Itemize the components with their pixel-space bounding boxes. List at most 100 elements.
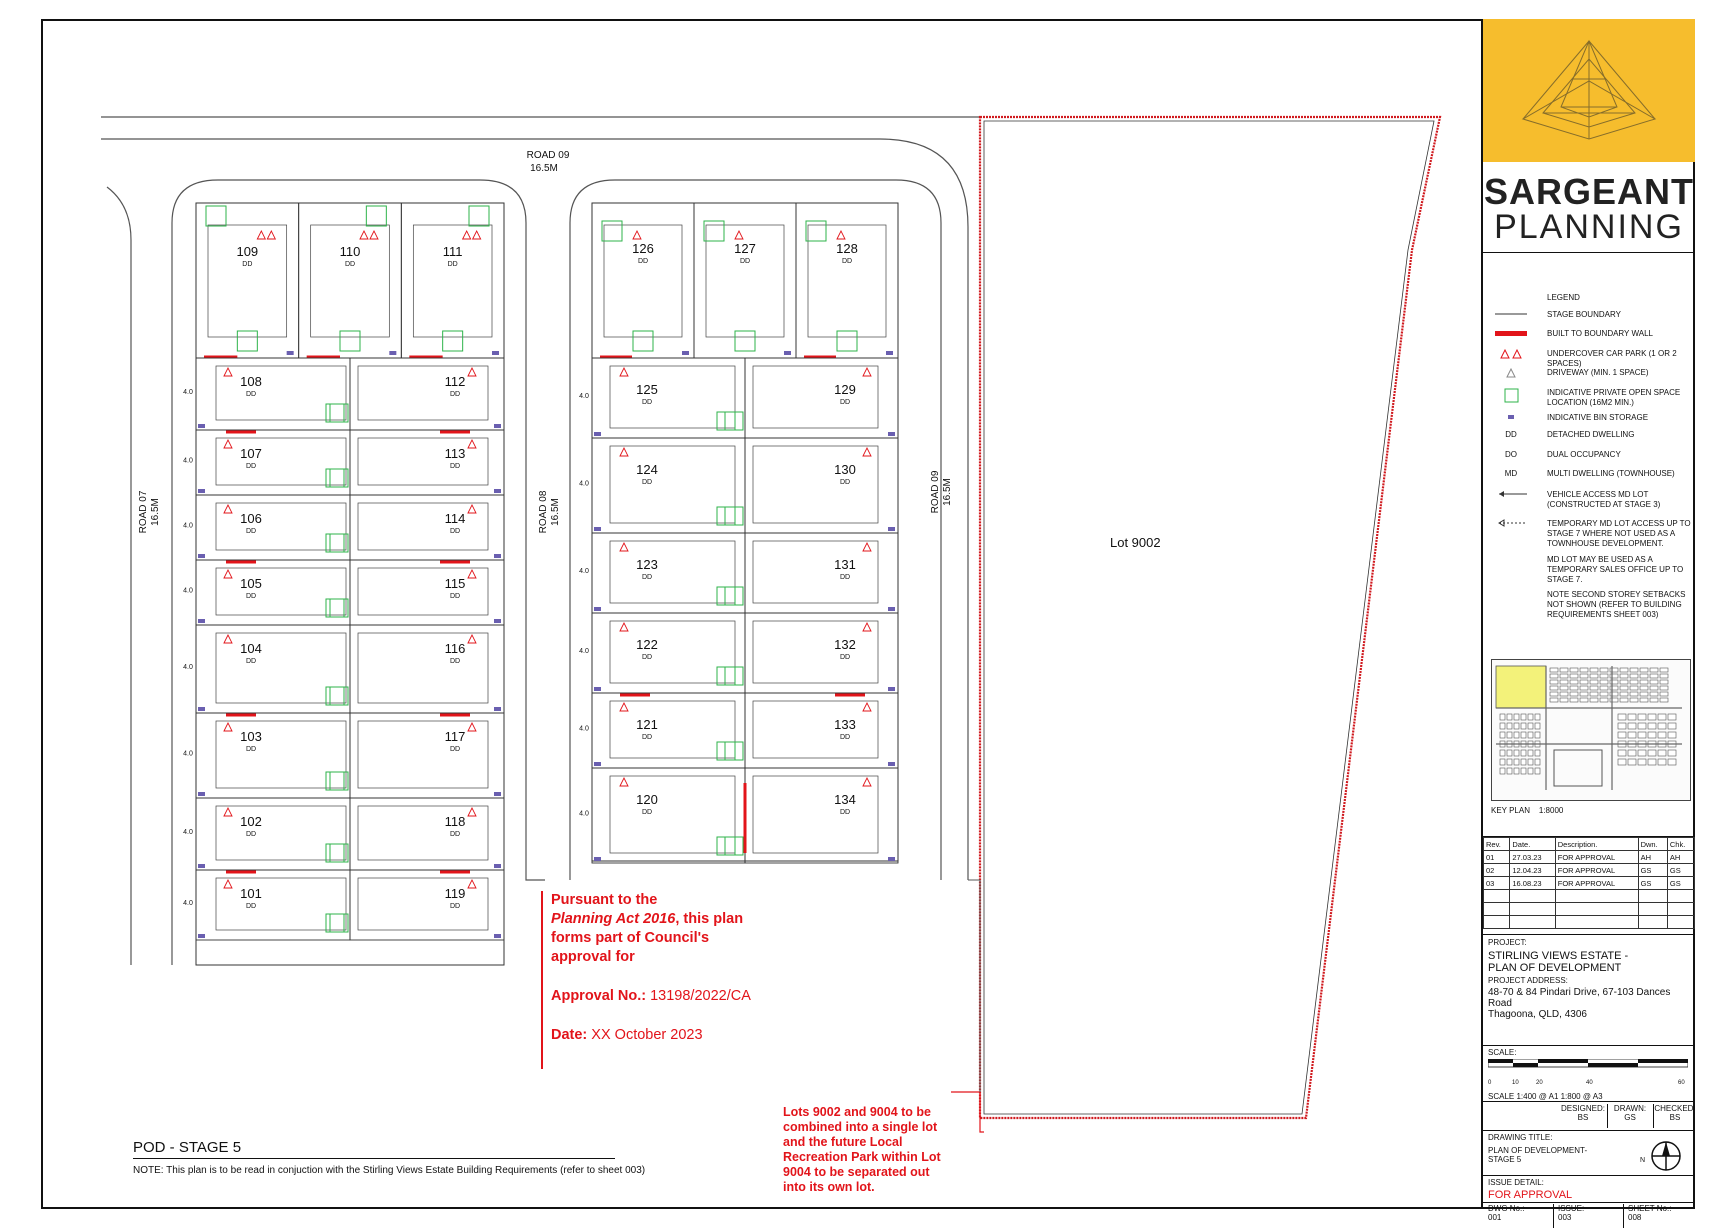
- project-section: PROJECT: STIRLING VIEWS ESTATE - PLAN OF…: [1483, 934, 1695, 1045]
- key-plan-lot: [1520, 758, 1527, 766]
- key-plan-lot: [1513, 767, 1520, 775]
- bin-storage: [198, 619, 205, 623]
- private-open-space: [716, 411, 736, 431]
- private-open-space: [339, 330, 361, 352]
- building-envelope: [215, 632, 347, 704]
- building-envelope: [412, 224, 493, 338]
- legend-symbol-tri-icon: [1491, 367, 1531, 380]
- lot-type-121: DD: [642, 734, 652, 741]
- private-open-space: [329, 686, 349, 706]
- private-open-space: [325, 686, 345, 706]
- bin-storage: [594, 687, 601, 691]
- lot-type-116: DD: [450, 658, 460, 665]
- building-envelope: [357, 877, 489, 931]
- key-plan-lot: [1627, 758, 1637, 766]
- key-plan-lot: [1513, 758, 1520, 766]
- key-plan-lot: [1506, 731, 1513, 739]
- key-plan-lot: [1520, 767, 1527, 775]
- key-plan-lot: [1647, 713, 1657, 721]
- driveway-icon: [862, 776, 872, 787]
- bin-storage: [286, 351, 294, 355]
- lot-121: [591, 692, 746, 769]
- setback-dim: 4.0: [579, 393, 589, 400]
- driveway-icon: [619, 776, 629, 787]
- driveway-icon: [619, 541, 629, 552]
- building-logo-icon: [1521, 39, 1657, 140]
- lot-9002-inner: [983, 120, 1435, 1115]
- key-plan-lot: [1599, 685, 1609, 691]
- lot-133: [744, 692, 899, 769]
- private-open-space: [329, 468, 349, 488]
- setback-dim: 4.0: [579, 568, 589, 575]
- key-plan-lot: [1629, 679, 1639, 685]
- revision-header-cell: Chk.: [1666, 837, 1696, 851]
- lot-number-131: 131: [834, 557, 856, 572]
- lot-type-128: DD: [842, 258, 852, 265]
- lot-type-110: DD: [345, 261, 355, 268]
- key-plan-lot: [1629, 673, 1639, 679]
- private-open-space: [325, 913, 345, 933]
- carport-icon: [359, 229, 369, 240]
- key-plan-lot: [1639, 673, 1649, 679]
- private-open-space: [329, 598, 349, 618]
- bin-storage: [594, 857, 601, 861]
- building-envelope: [752, 445, 879, 524]
- approval-stamp: Pursuant to the Planning Act 2016, this …: [541, 891, 781, 1069]
- project-name-2: PLAN OF DEVELOPMENT: [1488, 962, 1622, 974]
- legend-item-label: INDICATIVE PRIVATE OPEN SPACE LOCATION (…: [1547, 388, 1681, 407]
- legend-symbol-tri2-icon: [1491, 348, 1531, 361]
- north-label: N: [1640, 1157, 1646, 1164]
- approval-number: 13198/2022/CA: [650, 988, 751, 1004]
- key-plan-lot: [1527, 731, 1534, 739]
- revision-header-cell: Date.: [1509, 837, 1556, 851]
- lot-number-119: 119: [445, 886, 466, 901]
- issue-section: ISSUE DETAIL: FOR APPROVAL: [1483, 1175, 1695, 1202]
- key-plan-lot: [1599, 667, 1609, 673]
- lot-type-118: DD: [450, 831, 460, 838]
- private-open-space: [329, 843, 349, 863]
- private-open-space: [601, 220, 623, 242]
- key-plan-lot: [1609, 673, 1619, 679]
- legend-symbol-MD: MD: [1504, 469, 1518, 478]
- building-envelope: [807, 224, 887, 338]
- driveway-icon: [862, 541, 872, 552]
- approval-date: XX October 2023: [591, 1027, 703, 1043]
- lot-127: [693, 202, 797, 359]
- private-open-space: [325, 468, 345, 488]
- key-plan-lot: [1617, 731, 1627, 739]
- bin-storage: [494, 707, 501, 711]
- key-plan-lot: [1599, 697, 1609, 703]
- driveway-icon: [467, 806, 477, 817]
- legend-item-label: TEMPORARY MD LOT ACCESS UP TO STAGE 7 WH…: [1547, 519, 1691, 548]
- lot-number-112: 112: [445, 374, 466, 389]
- lot-number-123: 123: [636, 557, 658, 572]
- lot-type-124: DD: [642, 479, 652, 486]
- road-07-width: 16.5M: [150, 498, 161, 526]
- building-envelope: [357, 805, 489, 861]
- combine-note-leader: [951, 1091, 984, 1133]
- plan-note: NOTE: This plan is to be read in conjuct…: [133, 1165, 646, 1176]
- building-envelope: [357, 632, 489, 704]
- key-plan-lot: [1579, 679, 1589, 685]
- combine-lots-note: Lots 9002 and 9004 to be combined into a…: [783, 1105, 941, 1194]
- private-open-space: [716, 666, 736, 686]
- lot-number-133: 133: [834, 717, 856, 732]
- key-plan-lot: [1549, 691, 1559, 697]
- building-envelope: [215, 567, 347, 616]
- setback-dim: 4.0: [183, 588, 193, 595]
- private-open-space: [724, 411, 744, 431]
- road-09-top-width: 16.5M: [530, 163, 558, 174]
- dwg-number: 001: [1488, 1213, 1502, 1222]
- scale-text: SCALE 1:400 @ A1 1:800 @ A3: [1488, 1092, 1603, 1101]
- legend-symbol-line-icon: [1491, 310, 1531, 322]
- key-plan-lot: [1617, 749, 1627, 757]
- private-open-space: [716, 836, 736, 856]
- scale-tick-label: 60: [1678, 1080, 1685, 1086]
- key-plan-lot: [1506, 749, 1513, 757]
- driveway-icon: [619, 366, 629, 377]
- lot-number-102: 102: [240, 814, 262, 829]
- lot-number-126: 126: [632, 241, 654, 256]
- legend-item-label: NOTE SECOND STOREY SETBACKS NOT SHOWN (R…: [1547, 590, 1686, 619]
- road-07-label: ROAD 07: [138, 490, 149, 533]
